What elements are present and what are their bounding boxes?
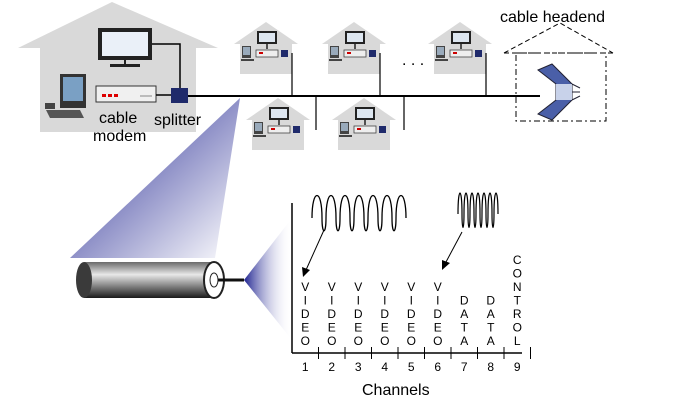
channel-1-letter: O xyxy=(301,334,310,348)
channel-1-letter: E xyxy=(301,321,309,335)
channel-number-1: 1 xyxy=(302,360,309,374)
channel-number-7: 7 xyxy=(461,360,468,374)
channel-5-letter: O xyxy=(407,334,416,348)
zoom-spotlight xyxy=(70,98,240,258)
headend-antenna-icon xyxy=(537,63,581,121)
channel-4-letter: O xyxy=(380,334,389,348)
channel-number-5: 5 xyxy=(408,360,415,374)
channel-1-letter: V xyxy=(301,280,309,294)
neighbor-home-3 xyxy=(427,21,493,75)
channel-number-4: 4 xyxy=(381,360,388,374)
neighbor-home-1 xyxy=(233,21,299,75)
channel-7-letter: D xyxy=(460,294,469,308)
video-signal-arrowhead xyxy=(302,267,310,277)
channel-1-letter: D xyxy=(301,307,310,321)
channel-8-letter: D xyxy=(486,294,495,308)
channel-9-letter: N xyxy=(513,280,522,294)
channel-4-letter: I xyxy=(383,294,386,308)
channel-5-letter: D xyxy=(407,307,416,321)
neighbor-home-4 xyxy=(245,97,311,151)
channel-number-2: 2 xyxy=(328,360,335,374)
channel-8-letter: A xyxy=(487,307,495,321)
channel-6-letter: V xyxy=(434,280,442,294)
channel-4-letter: E xyxy=(381,321,389,335)
channel-6-letter: E xyxy=(434,321,442,335)
channel-4-letter: V xyxy=(381,280,389,294)
cable-modem-label-line1: cable xyxy=(99,110,137,127)
ellipsis-more-homes: . . . xyxy=(402,52,424,69)
channel-7-letter: A xyxy=(460,307,468,321)
channel-3-letter: V xyxy=(354,280,362,294)
cable-headend-label: cable headend xyxy=(500,9,605,26)
channel-8-letter: A xyxy=(487,334,495,348)
data-signal-arrow xyxy=(445,231,463,263)
neighbor-home-5 xyxy=(331,97,397,151)
channel-6-letter: I xyxy=(436,294,439,308)
channel-3-letter: O xyxy=(354,334,363,348)
neighbor-home-2 xyxy=(321,21,387,75)
frequency-spotlight xyxy=(244,218,292,340)
channel-7-letter: T xyxy=(461,321,469,335)
channel-9-letter: T xyxy=(514,294,522,308)
channel-9-letter: C xyxy=(513,253,522,267)
channel-9-letter: O xyxy=(513,321,522,335)
splitter-label: splitter xyxy=(154,112,202,129)
channel-7-letter: A xyxy=(460,334,468,348)
channel-6-letter: O xyxy=(433,334,442,348)
channel-2-letter: D xyxy=(327,307,336,321)
television-icon xyxy=(98,28,152,67)
cable-modem-icon xyxy=(95,85,157,103)
channel-number-3: 3 xyxy=(355,360,362,374)
channel-9-letter: L xyxy=(514,334,521,348)
channel-9-letter: O xyxy=(513,267,522,281)
cable-headend xyxy=(503,22,614,122)
channel-number-9: 9 xyxy=(514,360,521,374)
channel-1-letter: I xyxy=(304,294,307,308)
channel-5-letter: E xyxy=(407,321,415,335)
channel-4-letter: D xyxy=(380,307,389,321)
channel-2-letter: E xyxy=(328,321,336,335)
channel-3-letter: D xyxy=(354,307,363,321)
channel-number-8: 8 xyxy=(487,360,494,374)
channel-2-letter: V xyxy=(328,280,336,294)
channels-axis-label: Channels xyxy=(362,382,430,399)
channel-3-letter: I xyxy=(357,294,360,308)
channel-2-letter: O xyxy=(327,334,336,348)
channel-number-6: 6 xyxy=(434,360,441,374)
video-signal-waveform xyxy=(311,195,407,232)
channel-6-letter: D xyxy=(433,307,442,321)
splitter-icon xyxy=(171,88,188,103)
channel-chart: VIDEOVIDEOVIDEOVIDEOVIDEOVIDEODATADATACO… xyxy=(291,203,531,374)
subscriber-home xyxy=(18,2,218,132)
channel-3-letter: E xyxy=(354,321,362,335)
coaxial-cable-icon xyxy=(76,261,244,299)
channel-8-letter: T xyxy=(487,321,495,335)
cable-modem-label-line2: modem xyxy=(93,128,146,145)
channel-5-letter: I xyxy=(410,294,413,308)
video-signal-arrow xyxy=(305,229,325,271)
channel-9-letter: R xyxy=(513,307,522,321)
data-signal-waveform xyxy=(457,192,499,229)
data-signal-arrowhead xyxy=(442,260,450,270)
channel-2-letter: I xyxy=(330,294,333,308)
desktop-computer-icon xyxy=(45,74,86,118)
channel-5-letter: V xyxy=(407,280,415,294)
